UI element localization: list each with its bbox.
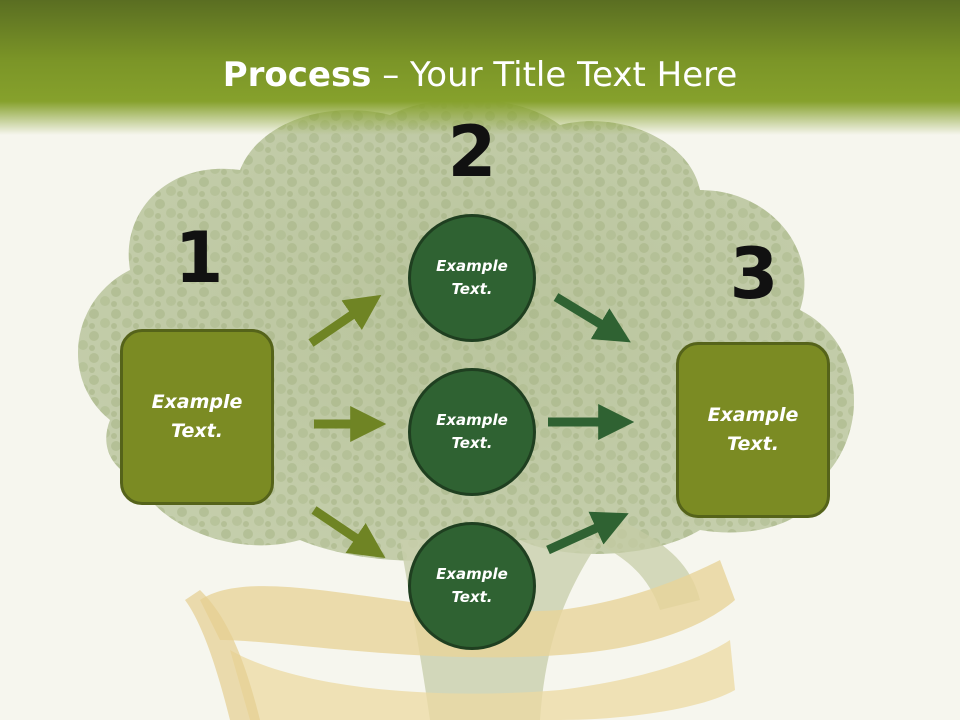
step-number-2: 2 bbox=[447, 111, 497, 193]
arrow-top-to-3 bbox=[553, 293, 631, 343]
step-3-box[interactable]: Example Text. bbox=[676, 342, 830, 518]
arrow-1-to-bottom bbox=[311, 506, 386, 559]
step-3-label: Example Text. bbox=[707, 404, 799, 455]
title-band bbox=[0, 0, 960, 135]
step-2-circle-middle[interactable]: Example Text. bbox=[408, 368, 536, 496]
circle-top-label: Example Text. bbox=[436, 257, 508, 298]
title-bold-part: Process bbox=[222, 55, 372, 95]
step-1-box[interactable]: Example Text. bbox=[120, 329, 274, 505]
step-number-1: 1 bbox=[174, 217, 224, 299]
title-rest-part: – Your Title Text Here bbox=[371, 55, 738, 95]
circle-bottom-label: Example Text. bbox=[436, 565, 508, 606]
step-1-label: Example Text. bbox=[151, 391, 243, 442]
slide-title: Process – Your Title Text Here bbox=[0, 50, 960, 100]
step-2-circle-bottom[interactable]: Example Text. bbox=[408, 522, 536, 650]
arrow-bottom-to-3 bbox=[546, 511, 629, 555]
arrow-1-to-top bbox=[308, 294, 382, 347]
circle-middle-label: Example Text. bbox=[436, 411, 508, 452]
step-number-3: 3 bbox=[729, 233, 779, 315]
step-2-circle-top[interactable]: Example Text. bbox=[408, 214, 536, 342]
